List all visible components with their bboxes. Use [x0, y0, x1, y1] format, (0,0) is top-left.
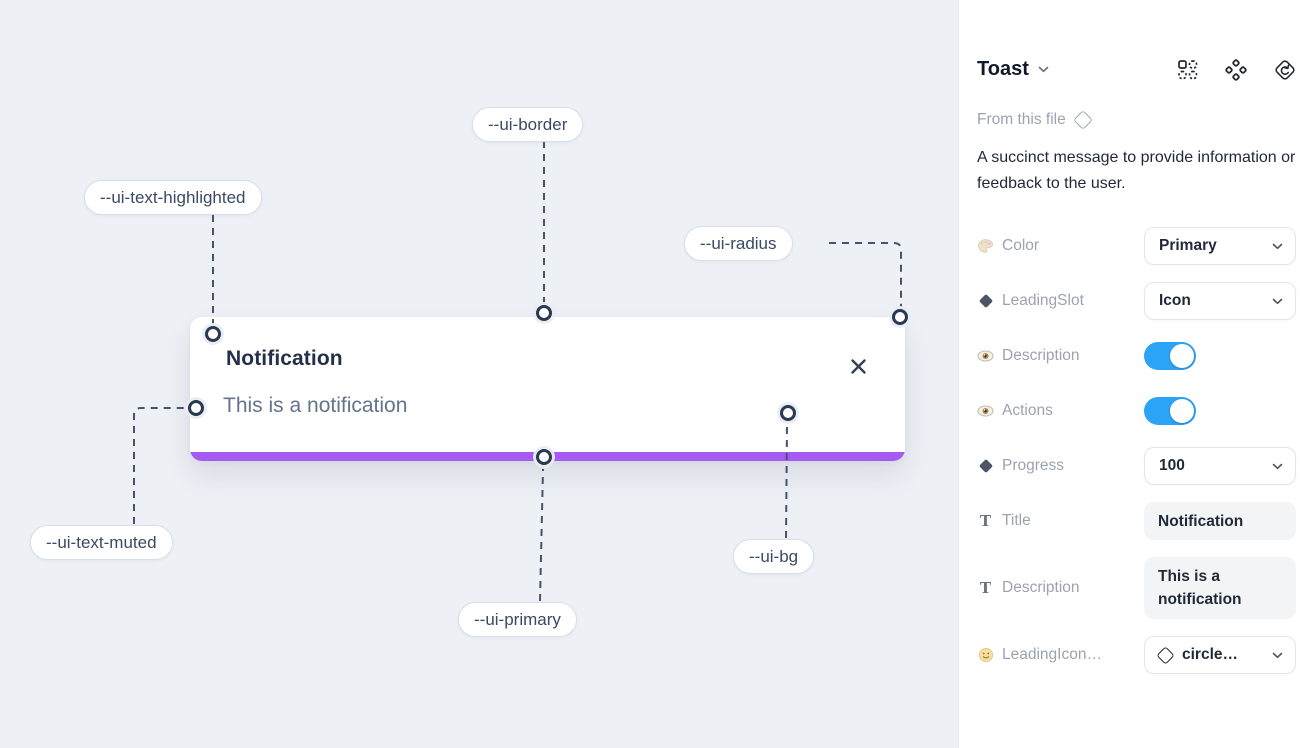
color-select[interactable]: Primary: [1144, 227, 1296, 265]
prop-label-progress: Progress: [1002, 457, 1065, 474]
toast-close-button[interactable]: [847, 355, 869, 377]
actions-toggle[interactable]: [1144, 397, 1196, 425]
instances-grid-icon: [1177, 60, 1197, 80]
chevron-down-icon: [1272, 298, 1283, 304]
prop-label-description: Description: [1002, 347, 1080, 364]
title-input[interactable]: Notification: [1144, 502, 1296, 540]
chevron-down-icon: [1272, 652, 1283, 658]
var-label-ui-radius: --ui-radius: [684, 226, 793, 261]
prop-label-description-text: Description: [1002, 579, 1080, 596]
var-label-ui-text-highlighted: --ui-text-highlighted: [84, 180, 262, 215]
prop-row-leadingicon: LeadingIcon… circle…: [977, 636, 1296, 674]
header-icons: [1176, 58, 1296, 81]
anchor-dot-primary: [536, 449, 552, 465]
smiley-icon: [977, 647, 994, 663]
prop-row-description-text: T Description This is a notification: [977, 557, 1296, 619]
description-input[interactable]: This is a notification: [1144, 557, 1296, 619]
text-icon: T: [979, 512, 992, 530]
var-label-ui-border: --ui-border: [472, 107, 584, 142]
var-label-ui-text-muted: --ui-text-muted: [30, 525, 173, 560]
var-label-ui-primary: --ui-primary: [458, 602, 577, 637]
diamonds-cluster-icon: [1225, 58, 1247, 81]
description-toggle[interactable]: [1144, 342, 1196, 370]
leadingicon-select[interactable]: circle…: [1144, 636, 1296, 674]
component-instances-button[interactable]: [1176, 59, 1198, 81]
diamond-icon: [977, 293, 994, 309]
component-set-button[interactable]: [1225, 58, 1247, 81]
prop-label-leadingslot: LeadingSlot: [1002, 292, 1084, 309]
prop-row-actions-toggle: Actions: [977, 392, 1296, 430]
eye-icon: [977, 350, 994, 362]
source-label: From this file: [977, 111, 1066, 128]
prop-label-actions: Actions: [1002, 402, 1053, 419]
progress-select[interactable]: 100: [1144, 447, 1296, 485]
properties-panel: Toast: [958, 0, 1312, 748]
close-icon: [850, 358, 866, 374]
source-row: From this file: [977, 110, 1296, 130]
component-diamond-icon: [1072, 110, 1093, 130]
anchor-dot-text-highlighted: [205, 326, 221, 342]
toast-description: This is a notification: [223, 394, 408, 417]
prop-row-title: T Title Notification: [977, 502, 1296, 540]
prop-row-leadingslot: LeadingSlot Icon: [977, 282, 1296, 320]
palette-icon: [977, 238, 994, 255]
icon-diamond-glyph: [1156, 645, 1175, 665]
var-label-ui-bg: --ui-bg: [733, 539, 815, 574]
revert-component-button[interactable]: [1274, 59, 1296, 81]
anchor-dot-bg: [780, 405, 796, 421]
anchor-dot-text-muted: [188, 400, 204, 416]
prop-row-color: Color Primary: [977, 227, 1296, 265]
chevron-down-icon: [1272, 243, 1283, 249]
component-title: Toast: [977, 58, 1029, 80]
canvas: Notification This is a notification --ui…: [30, 107, 908, 637]
chevron-down-icon: [1038, 66, 1049, 73]
component-description: A succinct message to provide informatio…: [977, 149, 1296, 192]
prop-label-leadingicon: LeadingIcon…: [1002, 646, 1102, 663]
anchor-dot-border: [536, 305, 552, 321]
component-title-dropdown[interactable]: Toast: [977, 58, 1049, 81]
prop-label-title: Title: [1002, 512, 1031, 529]
prop-row-description-toggle: Description: [977, 337, 1296, 375]
prop-label-color: Color: [1002, 237, 1040, 254]
toast-preview-card: Notification This is a notification: [190, 317, 905, 461]
chevron-down-icon: [1272, 463, 1283, 469]
toast-title: Notification: [226, 347, 343, 370]
diamond-icon: [977, 458, 994, 474]
eye-icon: [977, 405, 994, 417]
anchor-dot-radius: [892, 309, 908, 325]
prop-row-progress: Progress 100: [977, 447, 1296, 485]
text-icon: T: [979, 579, 992, 597]
leadingslot-select[interactable]: Icon: [1144, 282, 1296, 320]
diamond-revert-icon: [1275, 59, 1295, 80]
panel-header: Toast: [977, 58, 1296, 81]
